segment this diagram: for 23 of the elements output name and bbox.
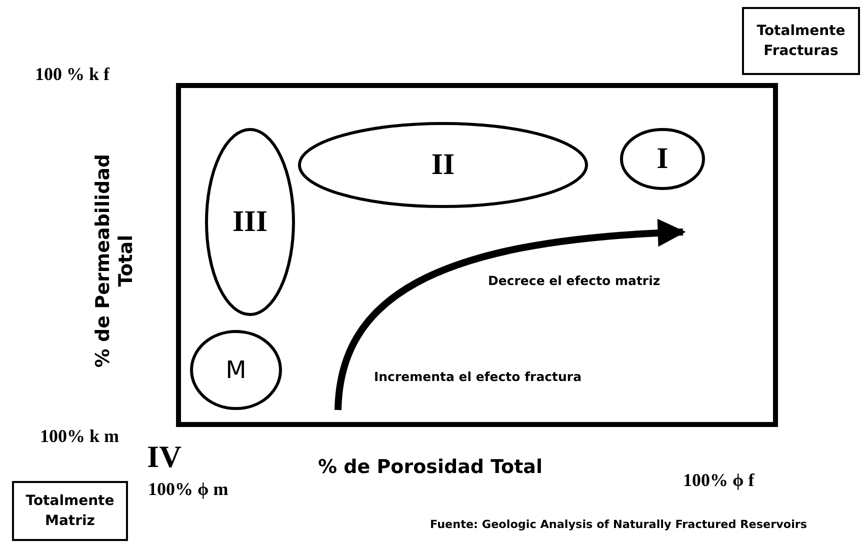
region-ellipse	[205, 128, 295, 316]
region-label: II	[431, 147, 455, 184]
axis-tick-label: 100 % k f	[35, 64, 110, 86]
box-label: Totalmente Fracturas	[756, 22, 846, 61]
region-ellipse	[190, 330, 282, 410]
region-ellipse	[620, 128, 705, 190]
axis-tick-label: 100% k m	[40, 426, 120, 448]
annotation-text: Decrece el efecto matriz	[488, 273, 660, 288]
axis-tick-label: 100% ϕ m	[148, 479, 228, 501]
region-ellipse	[298, 122, 588, 208]
box-label: Totalmente Matriz	[24, 492, 116, 531]
axis-tick-label: 100% ϕ f	[683, 470, 754, 492]
label-box	[742, 7, 860, 75]
axis-title: % de Porosidad Total	[318, 456, 543, 479]
label-box	[12, 481, 128, 541]
source-note: Fuente: Geologic Analysis of Naturally Fractured Reservoirs	[430, 518, 808, 532]
region-label: I	[656, 141, 668, 178]
region-label: M	[226, 354, 246, 386]
region-label: III	[232, 204, 268, 240]
annotation-text: Incrementa el efecto fractura	[374, 369, 582, 384]
region-label: IV	[147, 438, 182, 476]
axis-title: % de Permeabilidad Total	[92, 153, 138, 370]
plot-frame	[176, 83, 778, 427]
